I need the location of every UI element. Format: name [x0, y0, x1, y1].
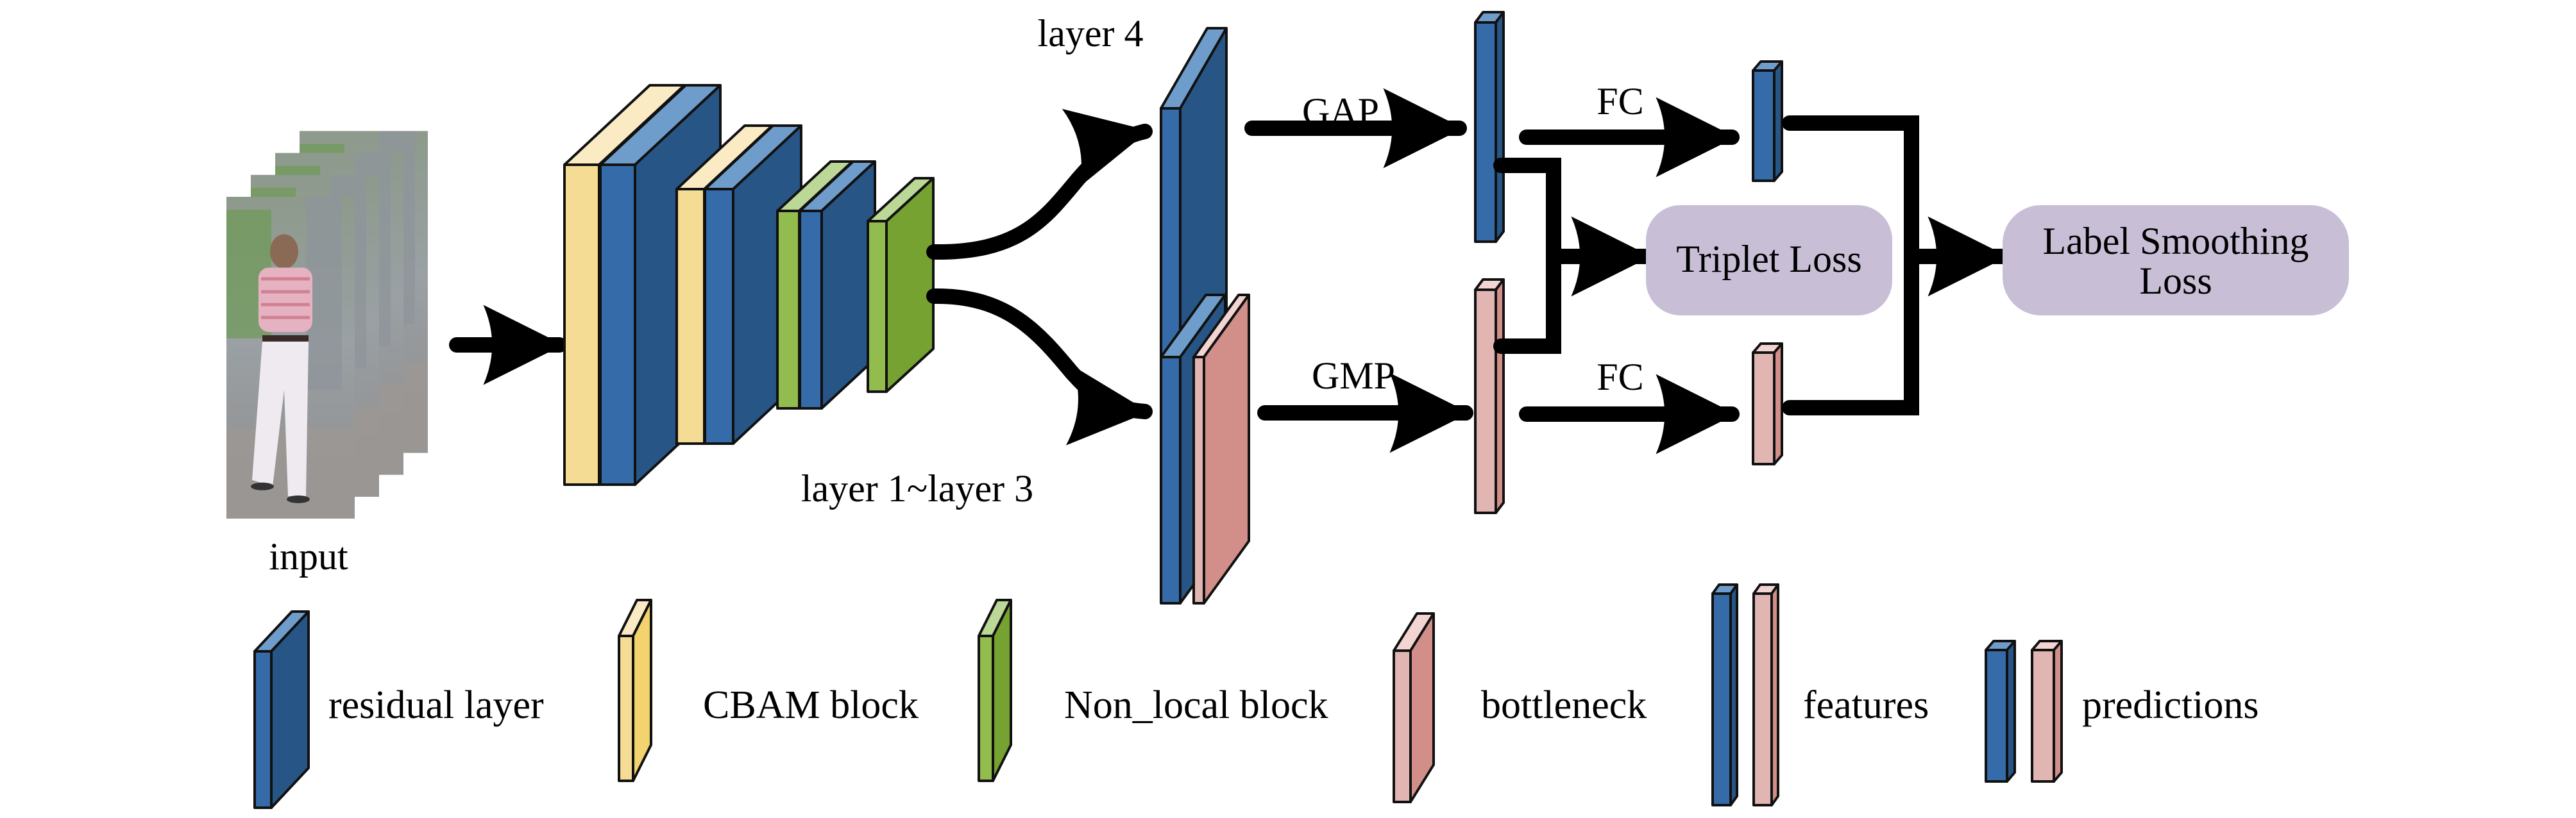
legend-label-features: features: [1803, 683, 1929, 727]
stage3-nonlocal-block-2-front-face: [867, 220, 888, 393]
prediction-bracket: [1782, 115, 1919, 415]
prediction-bar-bottom: [1752, 342, 1783, 465]
legend-label-cbam: CBAM block: [703, 683, 919, 727]
fc-bottom-label: FC: [1597, 356, 1643, 398]
label-smoothing-loss-label-line1: Label Smoothing: [2043, 220, 2309, 262]
label-smoothing-loss-box: Label Smoothing Loss: [2003, 205, 2349, 315]
legend-predictions-blue-icon-front-face: [1985, 649, 2008, 783]
triplet-loss-box: Triplet Loss: [1646, 205, 1892, 315]
legend-predictions-blue-icon: [1985, 640, 2016, 783]
legend-item-nonlocal: Non_local block: [978, 599, 1328, 782]
legend-predictions-pink-icon-front-face: [2031, 649, 2055, 783]
triplet-loss-label: Triplet Loss: [1676, 238, 1862, 280]
legend: residual layer CBAM block Non_local block b…: [253, 583, 2259, 809]
gmp-label: GMP: [1312, 355, 1395, 397]
legend-label-residual: residual layer: [328, 683, 544, 727]
input-image-stack: [226, 131, 428, 519]
label-smoothing-loss-label-line2: Loss: [2139, 260, 2212, 302]
legend-nonlocal-icon-front-face: [978, 635, 994, 782]
layer4-label: layer 4: [1038, 12, 1144, 54]
prediction-bar-top-front-face: [1752, 69, 1775, 182]
stage2-cbam-block-front-face: [675, 188, 706, 445]
legend-predictions-pink-icon: [2031, 640, 2063, 783]
backbone-blocks: [563, 84, 935, 486]
input-frame: [226, 197, 355, 519]
stage3-nonlocal-block-front-face: [776, 210, 801, 410]
fc-top-label: FC: [1597, 80, 1643, 122]
branch-curve-top: [926, 108, 1153, 260]
branch-curve-bottom: [926, 288, 1153, 446]
prediction-bar-top: [1752, 60, 1783, 182]
stage3-nonlocal-block-2: [867, 177, 935, 393]
input-label: input: [269, 535, 348, 578]
feature-bar-gap-front-face: [1474, 21, 1497, 243]
legend-item-residual: residual layer: [253, 610, 544, 809]
legend-cbam-icon: [618, 599, 652, 782]
legend-item-bottleneck: bottleneck: [1393, 612, 1647, 803]
legend-features-pink-icon-front-face: [1752, 592, 1773, 806]
legend-features-pink-icon: [1752, 583, 1779, 806]
feature-bar-gmp: [1474, 278, 1505, 514]
lower-bottleneck-front-face: [1192, 356, 1205, 605]
lower-layer4-residual-layer-front-face: [1160, 356, 1182, 605]
stage1-cbam-block-front-face: [563, 163, 600, 486]
stage2-residual-layer-front-face: [704, 188, 734, 445]
legend-label-predictions: predictions: [2082, 683, 2259, 727]
backbone-label: layer 1~layer 3: [801, 467, 1033, 510]
lower-bottleneck: [1192, 294, 1250, 605]
legend-residual-icon-front-face: [253, 650, 273, 809]
prediction-bars: [1752, 60, 1783, 465]
feature-bars: [1474, 11, 1505, 514]
feature-bar-gap: [1474, 11, 1505, 243]
legend-features-blue-icon: [1711, 583, 1738, 806]
lower-branch-blocks: [1160, 294, 1250, 605]
stage3-residual-layer-front-face: [799, 210, 823, 410]
triplet-bracket: [1493, 158, 1561, 354]
legend-item-cbam: CBAM block: [618, 599, 919, 782]
legend-cbam-icon-front-face: [618, 635, 634, 782]
legend-residual-icon: [253, 610, 310, 809]
legend-label-nonlocal: Non_local block: [1064, 683, 1328, 727]
feature-bar-gmp-front-face: [1474, 288, 1497, 514]
legend-label-bottleneck: bottleneck: [1481, 683, 1647, 727]
legend-item-features: features: [1711, 583, 1929, 806]
legend-bottleneck-icon: [1393, 612, 1435, 803]
prediction-bar-bottom-front-face: [1752, 351, 1775, 465]
stage1-residual-layer-front-face: [599, 163, 636, 486]
legend-nonlocal-icon: [978, 599, 1012, 782]
legend-bottleneck-icon-front-face: [1393, 649, 1412, 803]
legend-features-blue-icon-front-face: [1711, 592, 1732, 806]
legend-item-predictions: predictions: [1985, 640, 2259, 783]
